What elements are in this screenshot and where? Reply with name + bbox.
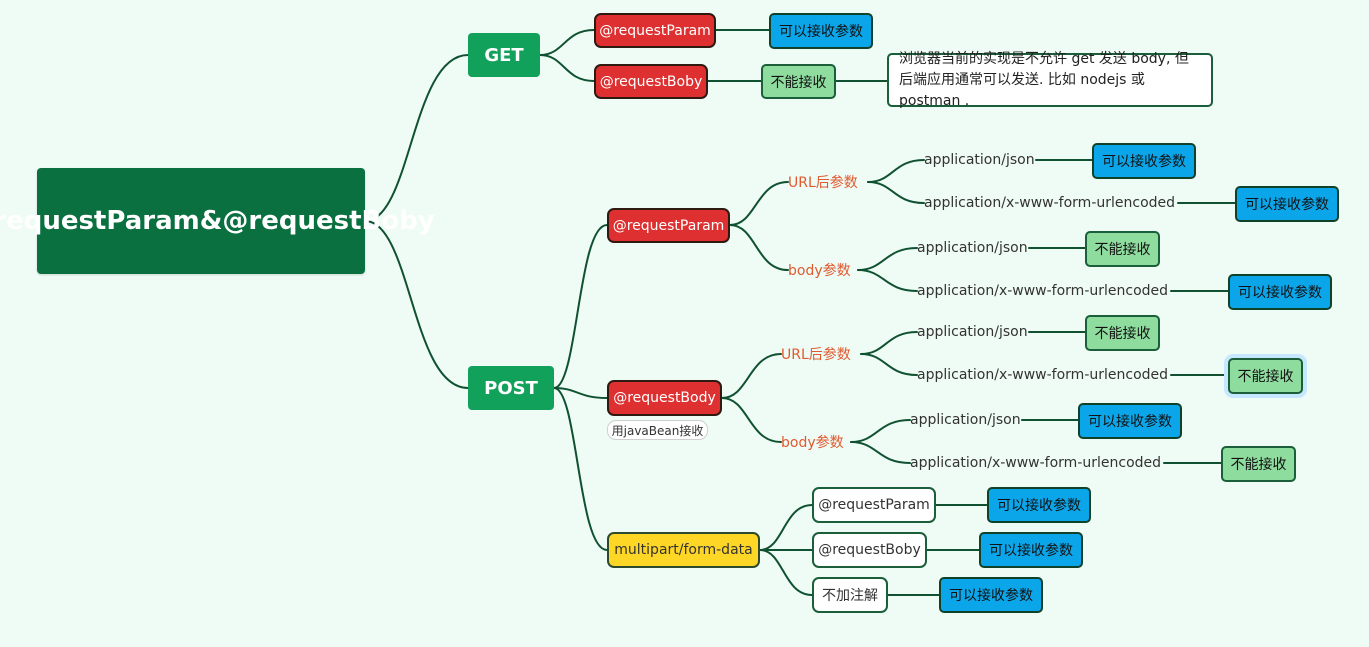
multipart-request-body-topic[interactable]: @requestBoby (812, 532, 927, 568)
connector-curve (857, 269, 918, 292)
get-request-body-result[interactable]: 不能接收 (761, 64, 836, 99)
root-topic[interactable]: @requestParam&@requestBoby (0, 168, 435, 274)
connector-curve (729, 224, 789, 271)
connector-curve (553, 387, 608, 551)
post-body-url-json-label[interactable]: application/json (917, 324, 1028, 340)
post-param-body-json-label[interactable]: application/json (917, 240, 1028, 256)
post-request-body-tag[interactable]: 用javaBean接收 (607, 420, 708, 440)
post-param-url-params-label[interactable]: URL后参数 (788, 175, 858, 191)
connector-curve (721, 353, 782, 399)
post-body-body-json-label[interactable]: application/json (910, 412, 1021, 428)
post-param-url-form-result[interactable]: 可以接收参数 (1235, 186, 1339, 222)
post-param-url-json-label[interactable]: application/json (924, 152, 1035, 168)
connector-curve (867, 181, 925, 204)
connector-curve (850, 441, 911, 464)
connector-curve (539, 54, 595, 82)
get-method-topic[interactable]: GET (468, 33, 540, 77)
connector-curve (867, 159, 925, 183)
post-body-url-form-label[interactable]: application/x-www-form-urlencoded (917, 367, 1169, 383)
multipart-request-body-result[interactable]: 可以接收参数 (979, 532, 1083, 568)
post-param-url-form-label[interactable]: application/x-www-form-urlencoded (924, 195, 1176, 211)
multipart-no-annotation-topic[interactable]: 不加注解 (812, 577, 888, 613)
multipart-no-annotation-result[interactable]: 可以接收参数 (939, 577, 1043, 613)
connector-curve (539, 29, 595, 56)
connector-curve (553, 224, 608, 389)
get-request-body-topic[interactable]: @requestBoby (594, 64, 708, 99)
post-body-body-params-label[interactable]: body参数 (781, 435, 844, 451)
connector-curve (364, 54, 469, 222)
post-body-url-params-label[interactable]: URL后参数 (781, 347, 851, 363)
connector-curve (860, 331, 918, 355)
post-param-body-params-label[interactable]: body参数 (788, 263, 851, 279)
post-body-body-form-result[interactable]: 不能接收 (1221, 446, 1296, 482)
multipart-request-param-result[interactable]: 可以接收参数 (987, 487, 1091, 523)
post-body-url-json-result[interactable]: 不能接收 (1085, 315, 1160, 351)
post-body-body-form-label[interactable]: application/x-www-form-urlencoded (910, 455, 1162, 471)
connector-curve (759, 549, 813, 596)
get-body-note[interactable]: 浏览器当前的实现是不允许 get 发送 body, 但后端应用通常可以发送. 比… (887, 51, 1213, 109)
post-method-topic[interactable]: POST (468, 366, 554, 410)
connector-curve (364, 220, 469, 389)
get-request-param-result[interactable]: 可以接收参数 (769, 13, 873, 49)
connector-curve (759, 504, 813, 551)
post-request-param-topic[interactable]: @requestParam (607, 208, 730, 243)
connector-curve (850, 419, 911, 443)
connector-curve (729, 181, 789, 226)
post-body-body-json-result[interactable]: 可以接收参数 (1078, 403, 1182, 439)
post-param-url-json-result[interactable]: 可以接收参数 (1092, 143, 1196, 179)
connector-curve (860, 353, 918, 376)
post-request-body-topic[interactable]: @requestBody (607, 380, 722, 416)
connector-curve (553, 387, 608, 399)
post-multipart-topic[interactable]: multipart/form-data (607, 532, 760, 568)
post-param-body-form-result[interactable]: 可以接收参数 (1228, 274, 1332, 310)
connector-curve (721, 397, 782, 443)
post-param-body-json-result[interactable]: 不能接收 (1085, 231, 1160, 267)
get-request-param-topic[interactable]: @requestParam (594, 13, 716, 48)
connector-curve (857, 247, 918, 271)
post-body-url-form-result[interactable]: 不能接收 (1228, 358, 1303, 394)
post-param-body-form-label[interactable]: application/x-www-form-urlencoded (917, 283, 1169, 299)
multipart-request-param-topic[interactable]: @requestParam (812, 487, 936, 523)
